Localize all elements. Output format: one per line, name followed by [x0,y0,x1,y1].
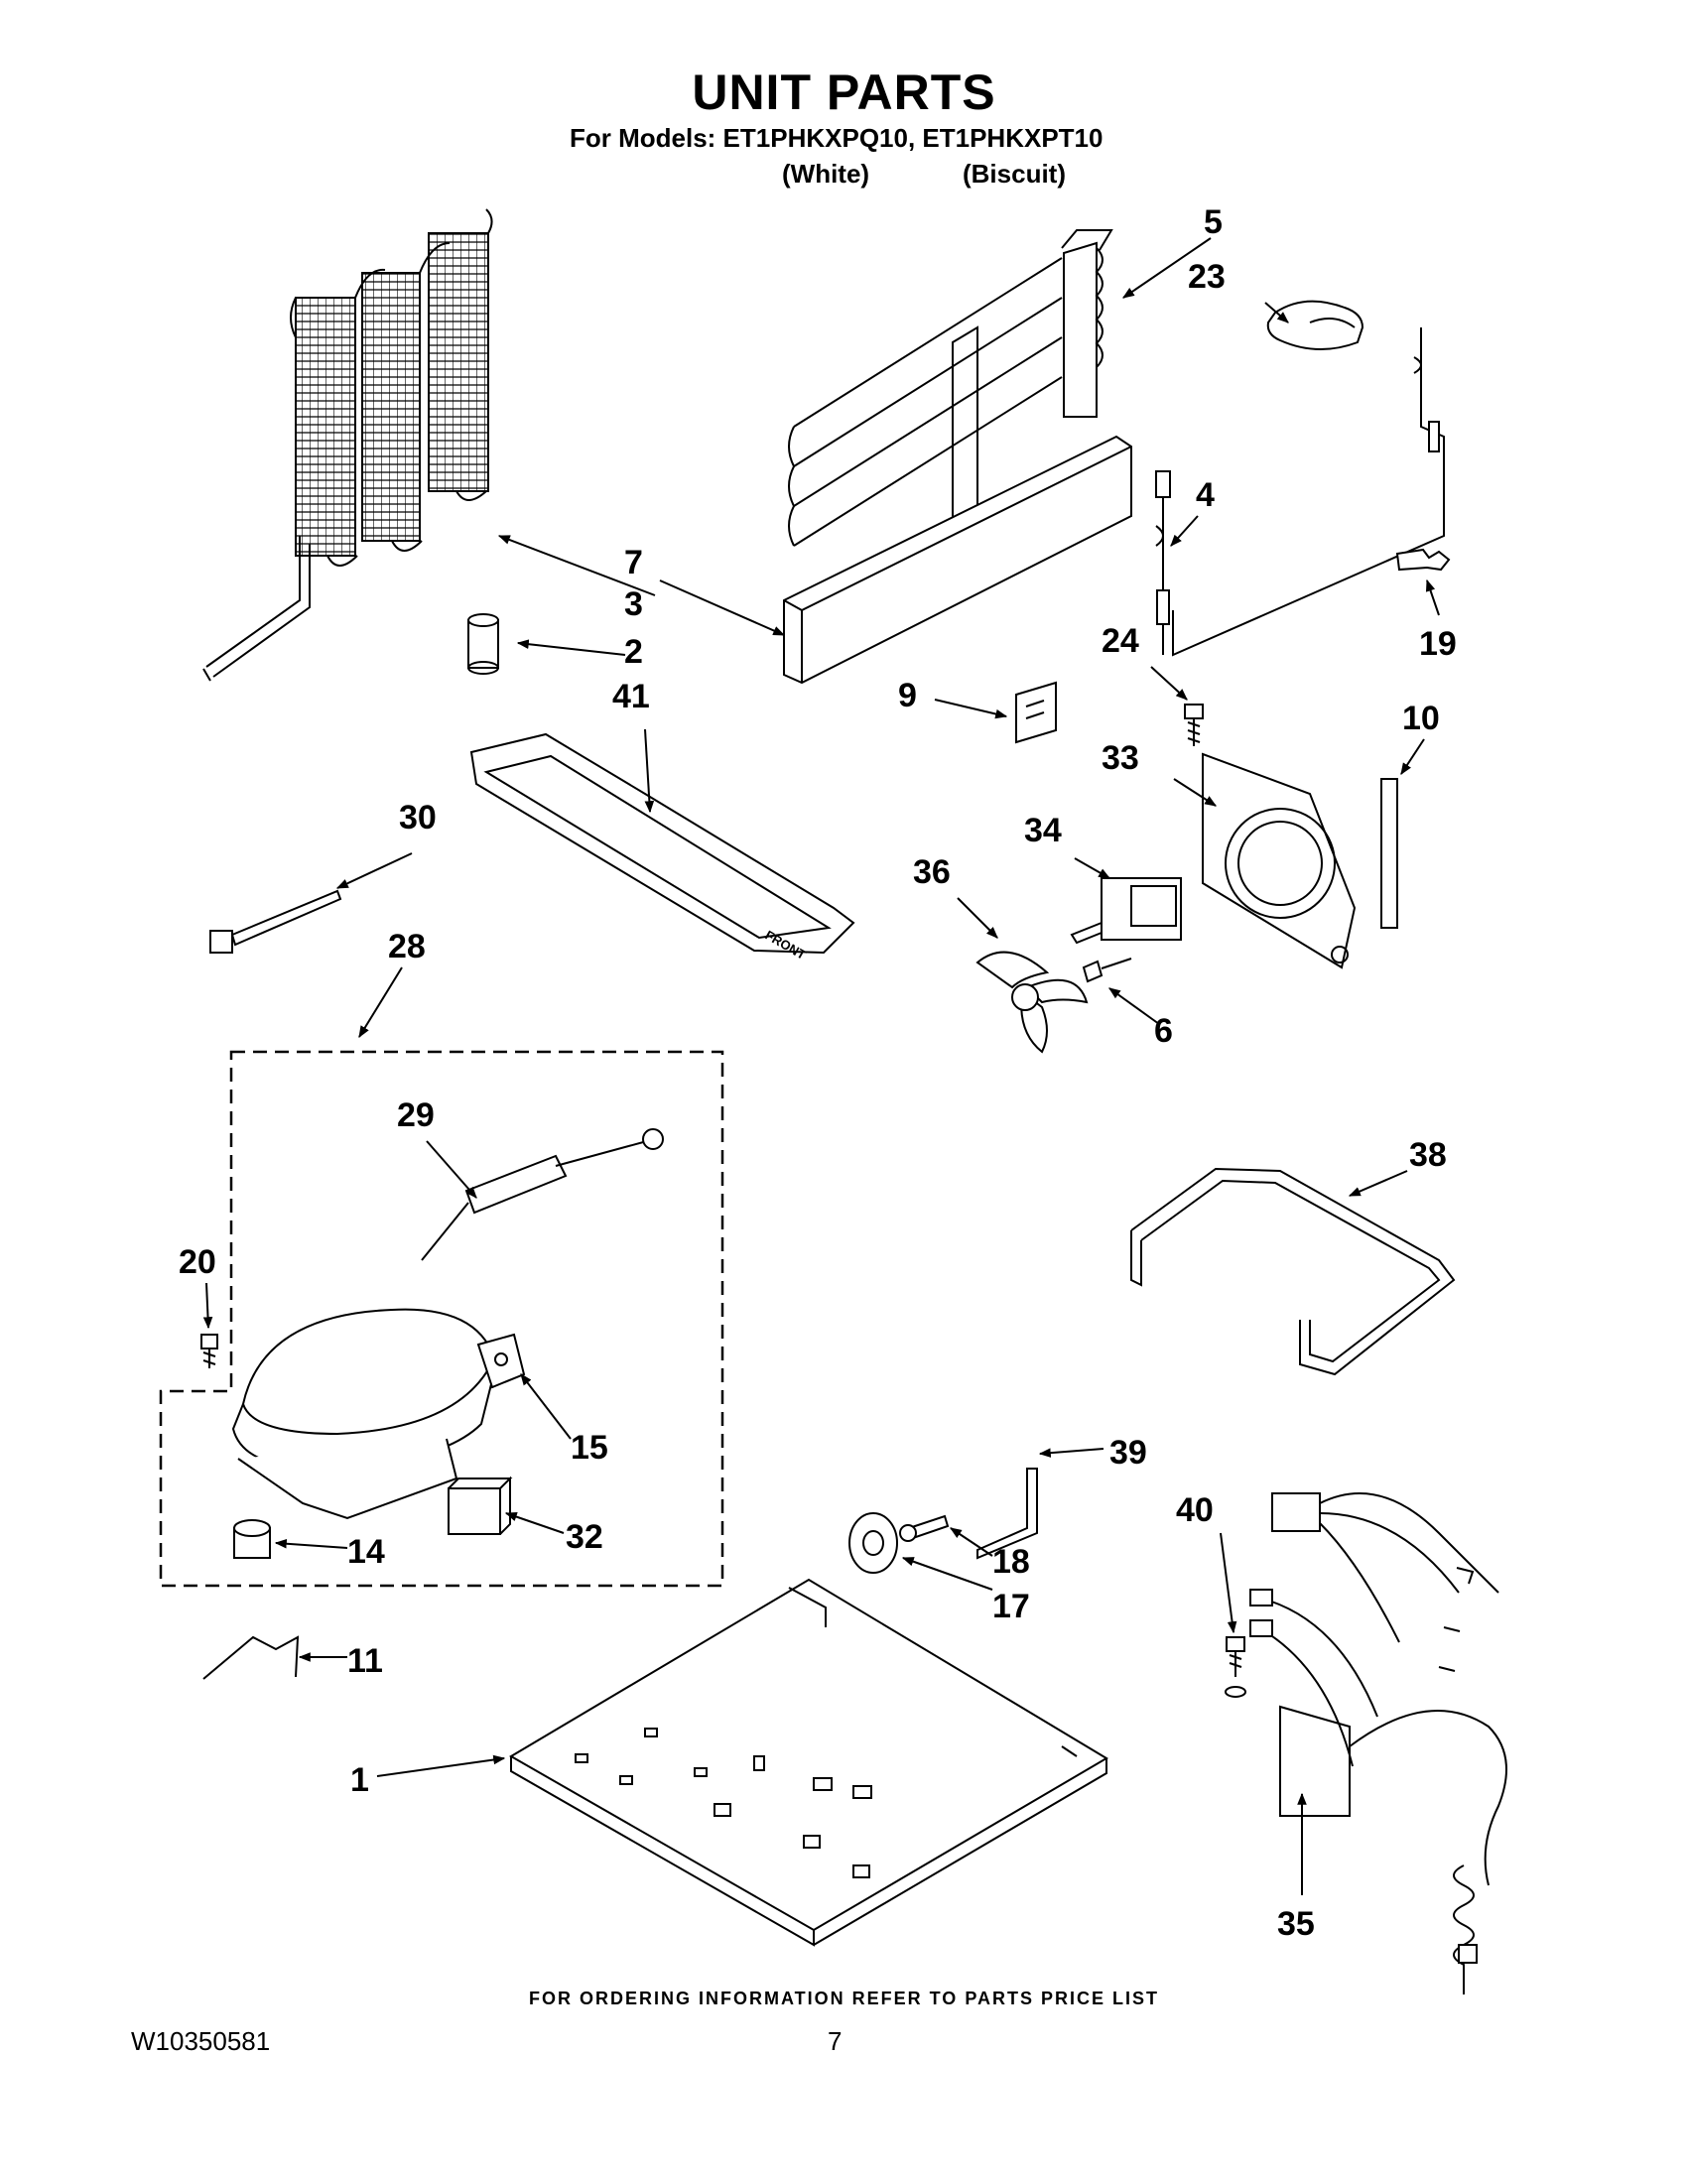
fan-motor-part [1070,877,1182,945]
callout-30: 30 [399,799,437,836]
callout-34: 34 [1024,812,1062,849]
wire-harness-part [1249,1492,1507,1994]
fan-shroud-part [1202,752,1357,969]
callout-23: 23 [1188,258,1226,296]
sensor-wire [1172,327,1445,657]
callout-15: 15 [571,1429,608,1467]
callout-40: 40 [1176,1491,1214,1529]
clip-part-19 [1395,548,1451,572]
callout-24: 24 [1102,622,1139,660]
callout-41: 41 [612,678,650,715]
bracket-part [1015,681,1057,744]
relay-part [476,1333,526,1389]
screw-part-6 [1082,958,1132,983]
callout-6: 6 [1154,1012,1173,1050]
callout-28: 28 [388,928,426,965]
grommet-part [233,1519,271,1559]
page-number: 7 [828,2026,843,2056]
ordering-note: FOR ORDERING INFORMATION REFER TO PARTS … [528,1989,1159,2008]
variant-white-label: (White) [782,159,870,189]
page-title: UNIT PARTS [692,64,996,120]
base-frame-part [509,1578,1108,1947]
models-line: For Models: ET1PHKXPQ10, ET1PHKXPT10 [570,123,1104,153]
screw-part-40 [1225,1636,1246,1698]
roller-wheel-part [848,1512,898,1574]
overload-part [448,1476,513,1535]
callout-14: 14 [347,1533,385,1571]
cover-part [1266,300,1364,350]
callout-10: 10 [1402,700,1440,737]
callout-9: 9 [898,677,917,714]
capacitor-part [467,613,499,675]
callout-20: 20 [179,1243,216,1281]
callout-35: 35 [1277,1905,1315,1943]
callout-17: 17 [992,1588,1030,1625]
callout-38: 38 [1409,1136,1447,1174]
callout-7: 7 [624,544,643,581]
drain-pan-part: FRONT [469,732,855,963]
callout-3: 3 [624,585,643,623]
leader-lines [202,237,1440,1895]
callout-18: 18 [992,1543,1030,1581]
fan-blade-part [975,951,1089,1054]
callout-39: 39 [1109,1434,1147,1472]
screw-part-24 [1184,704,1204,746]
callout-2: 2 [624,633,643,671]
cable-tie-part [209,889,342,954]
strip-part [1380,778,1398,929]
tube-part-39 [976,1468,1038,1560]
callout-36: 36 [913,853,951,891]
evaporator-coil [788,229,1113,547]
callout-4: 4 [1196,476,1215,514]
callout-29: 29 [397,1096,435,1134]
condenser-coil [202,208,493,682]
clip-wire-part [202,1635,300,1680]
callout-32: 32 [566,1518,603,1556]
screw-part-20 [200,1334,218,1368]
roller-pin-part [899,1514,950,1542]
document-id: W10350581 [131,2026,271,2056]
drier-part [421,1128,664,1261]
callout-1: 1 [350,1761,369,1799]
drain-trough [783,435,1132,685]
tube-loop-part [1130,1167,1456,1376]
callout-11: 11 [347,1642,383,1680]
compressor-part [231,1308,498,1520]
variant-biscuit-label: (Biscuit) [963,159,1066,189]
callout-33: 33 [1102,739,1139,777]
compressor-kit-outline [159,1050,724,1588]
callout-19: 19 [1419,625,1457,663]
callout-labels: 5 23 4 7 3 2 41 19 24 9 10 33 34 36 6 30… [179,203,1457,1943]
wire-connector-part [1155,470,1171,655]
callout-5: 5 [1204,203,1223,241]
